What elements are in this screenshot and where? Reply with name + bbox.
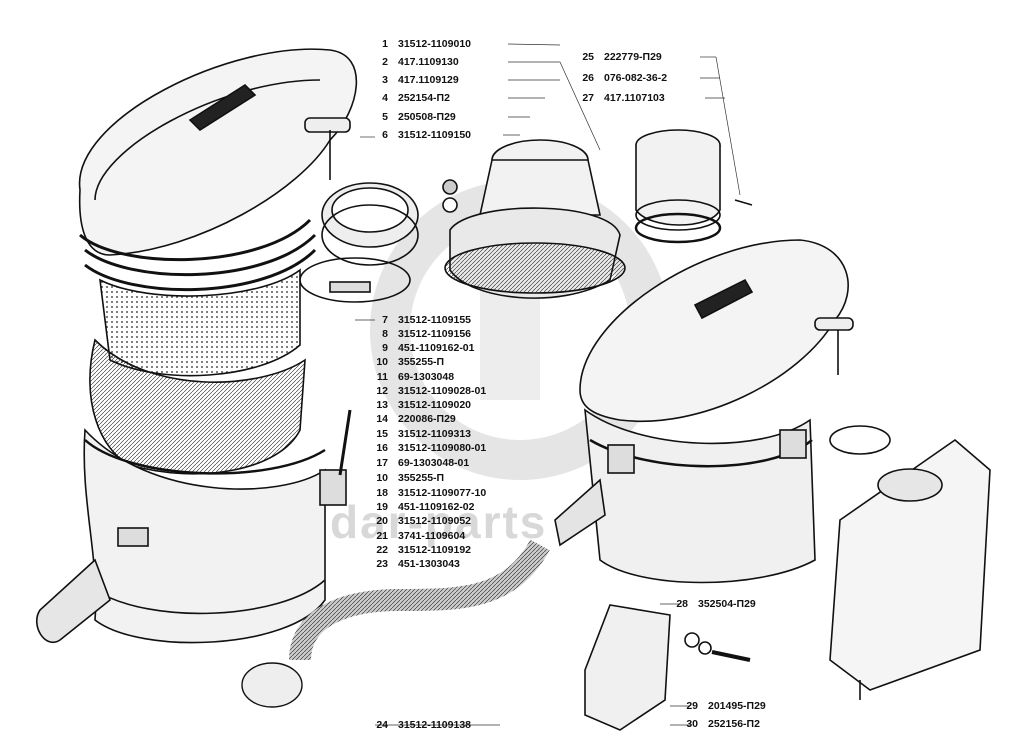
watermark-text: dar-parts bbox=[330, 496, 548, 548]
inlet-adapter bbox=[442, 139, 626, 299]
mounting-bracket bbox=[584, 604, 751, 731]
leader-lines bbox=[355, 43, 741, 726]
seal-ring-and-clamp bbox=[299, 182, 419, 303]
right-air-cleaner bbox=[554, 239, 854, 584]
left-air-cleaner bbox=[35, 48, 358, 644]
corrugated-hose bbox=[241, 539, 550, 708]
engine-reservoir bbox=[829, 425, 991, 700]
rubber-sleeve bbox=[634, 129, 753, 244]
